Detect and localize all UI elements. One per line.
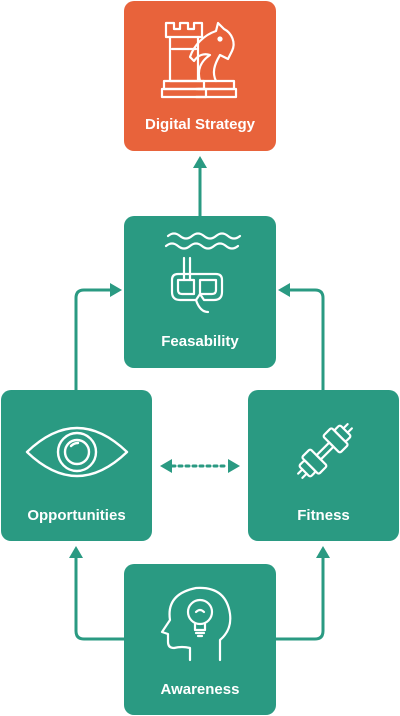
- node-digital-strategy: Digital Strategy: [124, 1, 276, 151]
- arrowhead-dotted-right: [228, 459, 240, 473]
- node-label: Opportunities: [27, 507, 126, 524]
- node-opportunities: Opportunities: [1, 390, 152, 541]
- node-fitness: Fitness: [248, 390, 399, 541]
- arrowhead-feasability-left: [110, 283, 122, 297]
- node-awareness: Awareness: [124, 564, 276, 715]
- arrow-awareness-to-fitness: [274, 556, 325, 641]
- arrowhead-feasability-right: [278, 283, 290, 297]
- chess-rook-knight-icon: [160, 21, 238, 99]
- arrowhead-strategy: [193, 156, 207, 168]
- node-label: Awareness: [160, 681, 240, 698]
- arrowheads: [69, 156, 330, 558]
- snorkel-mask-icon: [164, 232, 242, 314]
- arrow-opportunities-to-feasability: [74, 288, 112, 392]
- arrow-awareness-to-opportunities: [74, 556, 126, 641]
- node-feasability: Feasability: [124, 216, 276, 368]
- arrow-fitness-to-feasability: [288, 288, 325, 392]
- arrowhead-fitness: [316, 546, 330, 558]
- dumbbell-icon: [297, 423, 353, 479]
- arrowhead-dotted-left: [160, 459, 172, 473]
- head-lightbulb-icon: [160, 586, 232, 662]
- arrowhead-opportunities: [69, 546, 83, 558]
- node-label: Digital Strategy: [144, 116, 256, 133]
- eye-icon: [25, 426, 129, 478]
- node-label: Fitness: [297, 507, 350, 524]
- node-label: Feasability: [161, 333, 239, 350]
